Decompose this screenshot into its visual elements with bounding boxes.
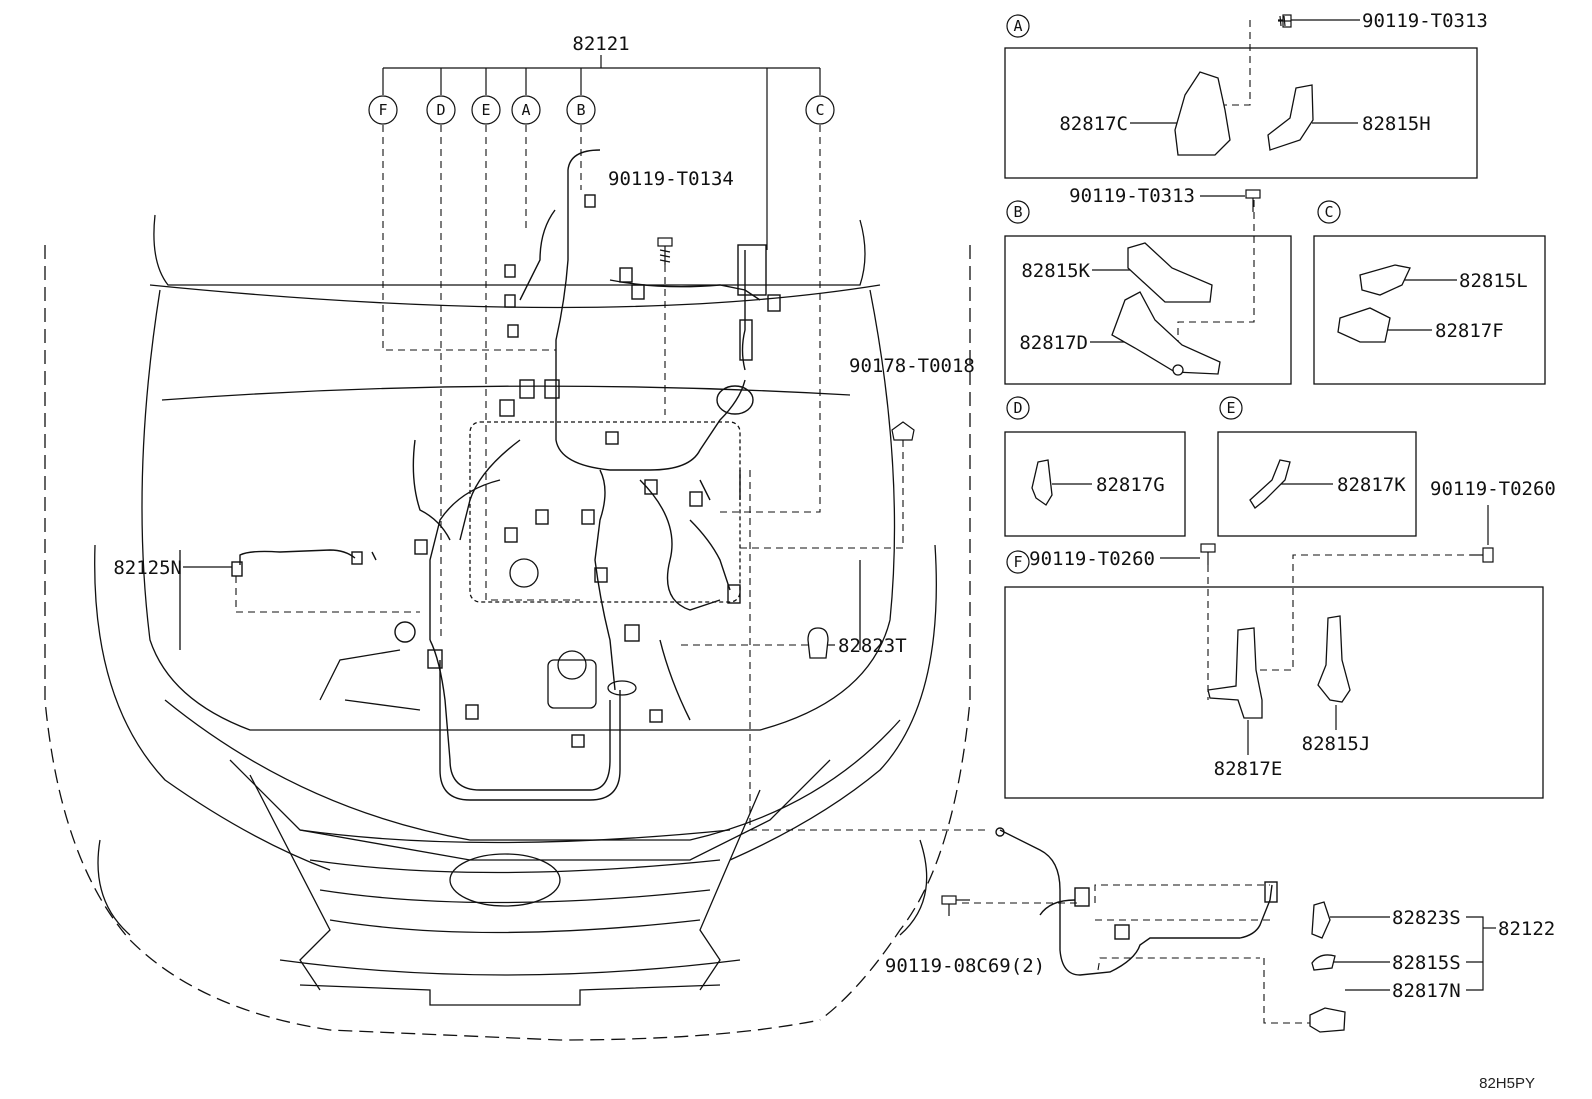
label-90119-T0260-right: 90119-T0260 — [1430, 478, 1556, 500]
solid-leaders — [183, 19, 1496, 991]
fasteners — [657, 14, 1494, 916]
callout-f: F — [368, 95, 398, 125]
detail-callout-c: C — [1317, 200, 1341, 224]
label-90178-T0018: 90178-T0018 — [849, 355, 975, 377]
label-82122: 82122 — [1498, 918, 1555, 940]
bolt-90119-T0313-top-icon — [1278, 14, 1292, 28]
detail-callout-b: B — [1006, 200, 1030, 224]
part-82817K-shape — [1249, 459, 1291, 509]
part-82815K-shape — [1127, 242, 1213, 303]
detail-box-b — [1004, 235, 1292, 385]
svg-text:A: A — [1013, 17, 1022, 35]
clip-90178-T0018-icon — [891, 421, 915, 441]
part-82815J-shape — [1317, 615, 1351, 703]
label-82817K: 82817K — [1337, 474, 1406, 496]
bolt-90119-T0134-icon — [657, 237, 673, 265]
label-82815H: 82815H — [1362, 113, 1431, 135]
detail-box-a — [1004, 47, 1478, 179]
part-labels: 82121 90119-T0134 90178-T0018 82125N 828… — [113, 10, 1555, 1092]
callout-d: D — [426, 95, 456, 125]
label-90119-T0313-b: 90119-T0313 — [1069, 185, 1195, 207]
detail-box-e — [1217, 431, 1417, 537]
part-82815L-shape — [1359, 264, 1411, 296]
svg-text:E: E — [1226, 399, 1235, 417]
label-82817E: 82817E — [1214, 758, 1283, 780]
label-90119-T0260-f: 90119-T0260 — [1029, 548, 1155, 570]
dashed-leaders — [235, 20, 1488, 1024]
part-82817G-shape — [1031, 459, 1053, 506]
label-90119-08C69: 90119-08C69(2) — [885, 955, 1045, 977]
callout-a: A — [511, 95, 541, 125]
harness-82122 — [995, 827, 1278, 976]
svg-text:D: D — [1013, 399, 1022, 417]
part-82815S-shape — [1311, 954, 1336, 971]
detail-box-c — [1313, 235, 1546, 385]
label-82817C: 82817C — [1059, 113, 1128, 135]
callout-b: B — [566, 95, 596, 125]
label-82815S: 82815S — [1392, 952, 1461, 974]
detail-callout-d: D — [1006, 396, 1030, 420]
main-callouts: F D E A B C — [368, 95, 835, 125]
detail-callout-a: A — [1006, 14, 1030, 38]
detail-box-f — [1004, 586, 1544, 799]
detail-callout-e: E — [1219, 396, 1243, 420]
label-82823T: 82823T — [838, 635, 907, 657]
label-82815K: 82815K — [1021, 260, 1090, 282]
label-82121: 82121 — [572, 33, 629, 55]
vehicle-outline — [44, 214, 971, 1041]
detail-callouts: A B C D E F — [1006, 14, 1341, 574]
part-82817N-shape — [1309, 1007, 1346, 1033]
diagram-code: 82H5PY — [1479, 1075, 1535, 1092]
part-82817C-shape — [1174, 71, 1231, 156]
bolt-90119-08C69-icon — [941, 895, 970, 916]
main-harness-82121 — [394, 149, 781, 801]
label-90119-T0313-a: 90119-T0313 — [1362, 10, 1488, 32]
detail-callout-f: F — [1006, 550, 1030, 574]
label-82823S: 82823S — [1392, 907, 1461, 929]
label-82125N: 82125N — [113, 557, 182, 579]
label-82815L: 82815L — [1459, 270, 1528, 292]
part-shapes — [807, 71, 1411, 1033]
part-82817D-shape — [1111, 291, 1221, 375]
part-82823S-shape — [1311, 901, 1331, 939]
label-82815J: 82815J — [1302, 733, 1371, 755]
label-82817D: 82817D — [1019, 332, 1088, 354]
svg-text:E: E — [481, 101, 490, 119]
svg-text:B: B — [576, 101, 585, 119]
harness-82125N — [231, 549, 377, 577]
label-82817F: 82817F — [1435, 320, 1504, 342]
svg-text:C: C — [1324, 203, 1333, 221]
label-82817G: 82817G — [1096, 474, 1165, 496]
detail-box-d — [1004, 431, 1186, 537]
part-82815H-shape — [1267, 84, 1314, 151]
part-82823T-shape — [807, 627, 829, 659]
svg-text:F: F — [1013, 553, 1022, 571]
svg-text:B: B — [1013, 203, 1022, 221]
label-90119-T0134: 90119-T0134 — [608, 168, 734, 190]
callout-c: C — [805, 95, 835, 125]
bolt-90119-T0260-right-icon — [1470, 547, 1494, 563]
part-82817E-shape — [1207, 627, 1263, 719]
svg-text:A: A — [521, 101, 530, 119]
detail-boxes — [1004, 47, 1546, 799]
bolt-90119-T0313-b-icon — [1245, 189, 1261, 212]
label-82817N: 82817N — [1392, 980, 1461, 1002]
svg-text:C: C — [815, 101, 824, 119]
part-82817F-shape — [1337, 307, 1391, 343]
bolt-90119-T0260-f-icon — [1200, 543, 1216, 565]
svg-text:D: D — [436, 101, 445, 119]
svg-text:F: F — [378, 101, 387, 119]
callout-e: E — [471, 95, 501, 125]
